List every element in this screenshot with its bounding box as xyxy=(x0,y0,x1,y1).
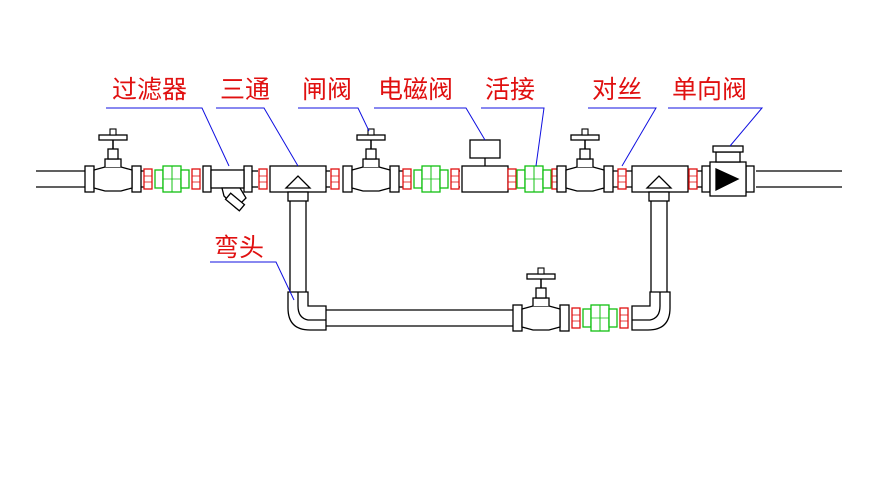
label-nipple: 对丝 xyxy=(592,75,643,104)
nipple-fitting xyxy=(571,307,581,329)
nipple-fitting xyxy=(619,307,629,329)
nipple-fitting xyxy=(688,168,698,190)
gate-valve-outlet xyxy=(556,128,614,193)
leader-lines xyxy=(106,107,764,301)
elbow-left xyxy=(287,291,327,331)
check-valve xyxy=(701,145,755,197)
label-elbow: 弯头 xyxy=(214,233,265,262)
y-strainer-filter xyxy=(202,165,253,212)
union-fitting xyxy=(516,165,552,193)
label-solenoid-valve: 电磁阀 xyxy=(378,75,454,104)
union-fitting xyxy=(154,165,190,193)
union-fitting xyxy=(582,304,618,332)
nipple-fitting xyxy=(258,168,268,190)
label-tee: 三通 xyxy=(220,75,271,104)
union-fitting xyxy=(413,165,449,193)
nipple-fitting xyxy=(330,168,340,190)
nipple-fitting xyxy=(191,168,201,190)
gate-valve-inlet xyxy=(84,128,142,193)
nipple-fitting xyxy=(617,168,627,190)
label-check-valve: 单向阀 xyxy=(672,75,748,104)
tee-right xyxy=(631,165,689,202)
nipple-fitting xyxy=(402,168,412,190)
nipple-fitting xyxy=(450,168,460,190)
label-gate-valve: 闸阀 xyxy=(302,75,353,104)
bypass-pipe xyxy=(289,200,668,327)
gate-valve-bypass xyxy=(512,267,570,332)
gate-valve-main xyxy=(342,128,400,193)
nipple-fitting xyxy=(507,168,517,190)
nipple-fitting xyxy=(143,168,153,190)
solenoid-valve xyxy=(461,139,509,193)
tee-left xyxy=(269,165,327,202)
label-filter: 过滤器 xyxy=(112,75,188,104)
elbow-right xyxy=(631,291,671,331)
label-union: 活接 xyxy=(485,75,536,104)
